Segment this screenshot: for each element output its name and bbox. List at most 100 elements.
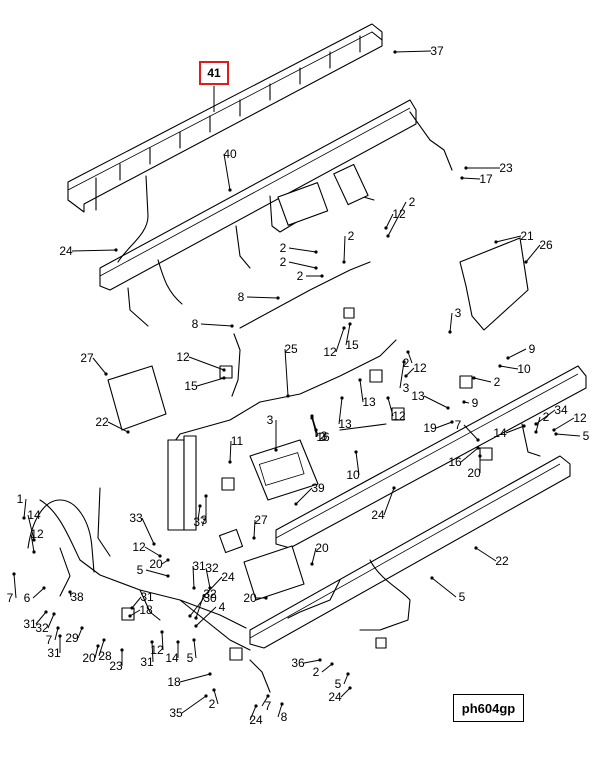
callout-number: 18 <box>139 603 153 617</box>
leader-line <box>94 645 99 659</box>
leader-line <box>196 377 225 387</box>
leader-line <box>284 348 289 397</box>
leader-line <box>144 546 161 557</box>
callout-number: 2 <box>209 697 216 711</box>
leader-tip <box>386 396 390 400</box>
callout-number: 20 <box>82 651 96 665</box>
leader-tip <box>342 260 346 264</box>
leader-tip <box>393 50 397 54</box>
callout-number: 37 <box>430 44 444 58</box>
leader-tip <box>166 558 170 562</box>
leader-line <box>181 695 207 714</box>
callout-number: 34 <box>554 403 568 417</box>
callout-number: 18 <box>167 675 181 689</box>
leader-tip <box>194 624 198 628</box>
leader-line <box>383 487 395 516</box>
callout-number: 14 <box>27 508 41 522</box>
callout-number: 40 <box>223 147 237 161</box>
leader-line <box>35 611 47 625</box>
leader-line <box>200 323 233 327</box>
leader-line <box>387 201 407 237</box>
leader-tip <box>152 542 156 546</box>
top-rail <box>67 23 383 213</box>
callout-number: 6 <box>24 591 31 605</box>
leader-tip <box>340 396 344 400</box>
leader-tip <box>52 612 56 616</box>
callout-number: 12 <box>30 527 44 541</box>
leader-tip <box>228 188 232 192</box>
leader-line <box>394 50 432 53</box>
leader-line <box>205 567 211 589</box>
callout-number: 14 <box>165 651 179 665</box>
leader-line <box>321 663 333 673</box>
leader-line <box>499 365 519 370</box>
leader-line <box>505 425 525 434</box>
callout-number: 31 <box>23 617 37 631</box>
callout-number: 15 <box>184 379 198 393</box>
callout-number: 27 <box>80 351 94 365</box>
leader-tip <box>192 586 196 590</box>
leader-tip <box>274 448 278 452</box>
leader-line <box>27 514 35 541</box>
callout-number: 12 <box>413 361 427 375</box>
leader-tip <box>192 638 196 642</box>
leader-line <box>460 447 479 463</box>
callout-number: 16 <box>448 455 462 469</box>
callout-number: 12 <box>150 643 164 657</box>
callout-number: 24 <box>371 508 385 522</box>
leader-tip <box>464 166 468 170</box>
leader-tip <box>494 240 498 244</box>
drawing-code-label: ph604gp <box>453 694 524 722</box>
leader-tip <box>254 704 258 708</box>
leader-tip <box>476 446 480 450</box>
leader-line <box>203 576 223 597</box>
callout-number: 5 <box>583 429 590 443</box>
leader-line <box>107 421 129 433</box>
leader-tip <box>450 420 454 424</box>
leader-tip <box>330 662 334 666</box>
leader-line <box>359 379 364 403</box>
leader-line <box>555 433 581 437</box>
callout-number: 23 <box>499 161 513 175</box>
callout-number: 32 <box>205 561 219 575</box>
callout-number: 7 <box>7 591 14 605</box>
callout-number: 2 <box>280 255 287 269</box>
leader-line <box>340 687 351 698</box>
callout-number: 36 <box>291 656 305 670</box>
leader-line <box>141 517 155 545</box>
leader-tip <box>44 610 48 614</box>
callout-number: 25 <box>284 342 298 356</box>
leader-line <box>179 673 211 683</box>
leader-line <box>92 357 107 375</box>
callout-number: 2 <box>280 241 287 255</box>
leader-line <box>431 577 457 598</box>
callout-number: 19 <box>423 421 437 435</box>
callout-number: 2 <box>543 410 550 424</box>
callout-number: 5 <box>335 677 342 691</box>
callout-number: 5 <box>137 563 144 577</box>
leader-line <box>129 609 141 617</box>
leader-line <box>223 153 231 191</box>
leader-line <box>295 487 313 505</box>
callout-number: 22 <box>495 554 509 568</box>
callout-number: 11 <box>231 434 244 448</box>
leader-line <box>507 348 527 359</box>
leader-tip <box>228 460 232 464</box>
leader-tip <box>204 694 208 698</box>
callout-number: 2 <box>297 269 304 283</box>
leader-line <box>32 587 45 599</box>
leader-tip <box>212 688 216 692</box>
leader-tip <box>80 626 84 630</box>
leader-tip <box>406 350 410 354</box>
leader-tip <box>314 428 318 432</box>
leader-tip <box>32 538 36 542</box>
leader-line <box>303 659 321 664</box>
leader-line <box>475 547 497 562</box>
callout-number: 12 <box>323 345 337 359</box>
leader-tip <box>310 416 314 420</box>
leader-tip <box>130 606 134 610</box>
leader-tip <box>22 516 26 520</box>
leader-line <box>553 417 575 431</box>
callout-number: 26 <box>539 238 553 252</box>
